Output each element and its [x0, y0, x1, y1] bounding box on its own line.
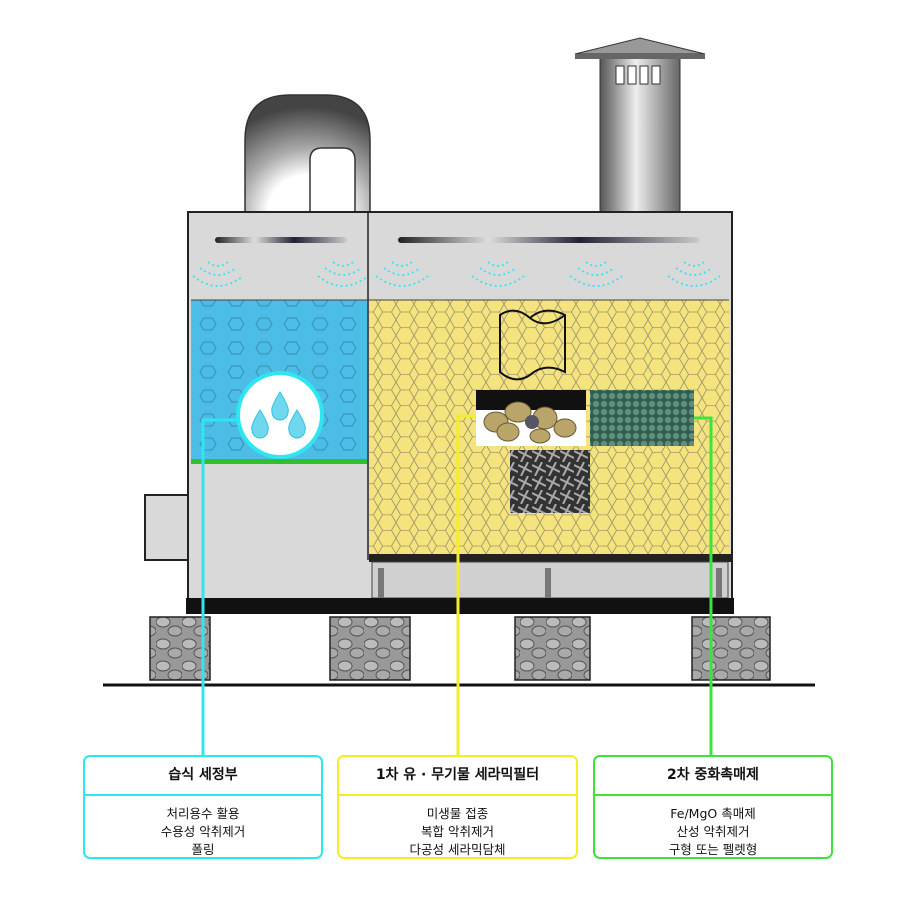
scrubber-housing [186, 211, 734, 614]
catalyst-line: 구형 또는 펠렛형 [668, 842, 758, 857]
ceramic-filter-title: 1차 유 · 무기물 세라믹필터 [339, 757, 576, 796]
spray-nozzles [192, 237, 721, 287]
wet-scrubber-title: 습식 세정부 [85, 757, 321, 796]
ceramic-carrier-image [476, 390, 586, 446]
ceramic-filter-info-box: 1차 유 · 무기물 세라믹필터 미생물 접종 복합 악취제거 다공성 세라믹담… [337, 755, 578, 859]
catalyst-pellets-image [590, 390, 694, 446]
air-inlet [144, 494, 191, 561]
wet-scrubber-info-box: 습식 세정부 처리용수 활용 수용성 악취제거 폴링 [83, 755, 323, 859]
catalyst-title: 2차 중화촉매제 [595, 757, 831, 796]
exhaust-duct [244, 94, 371, 213]
ceramic-leader-line [456, 414, 476, 756]
ceramic-filter-line: 다공성 세라믹담체 [409, 842, 506, 857]
support-grid [191, 459, 367, 464]
wet-scrubber-line: 처리용수 활용 [166, 806, 240, 821]
wet-scrubber-line: 수용성 악취제거 [160, 824, 246, 839]
catalyst-line: Fe/MgO 촉매제 [670, 806, 756, 821]
wet-scrubber-line: 폴링 [191, 842, 215, 857]
chimney-stack [574, 37, 706, 213]
wet-leader-line [201, 418, 240, 756]
chimney-vents [615, 65, 661, 85]
catalyst-info-box: 2차 중화촉매제 Fe/MgO 촉매제 산성 악취제거 구형 또는 펠렛형 [593, 755, 833, 859]
microbe-sem-image [510, 450, 590, 513]
catalyst-line: 산성 악취제거 [676, 824, 750, 839]
ceramic-filter-line: 미생물 접종 [426, 806, 489, 821]
water-droplets-icon [236, 371, 324, 459]
ceramic-filter-line: 복합 악취제거 [421, 824, 494, 839]
catalyst-leader-line [694, 416, 713, 756]
ceramic-cylinder-icon [499, 309, 566, 381]
foundation-blocks [149, 616, 771, 681]
